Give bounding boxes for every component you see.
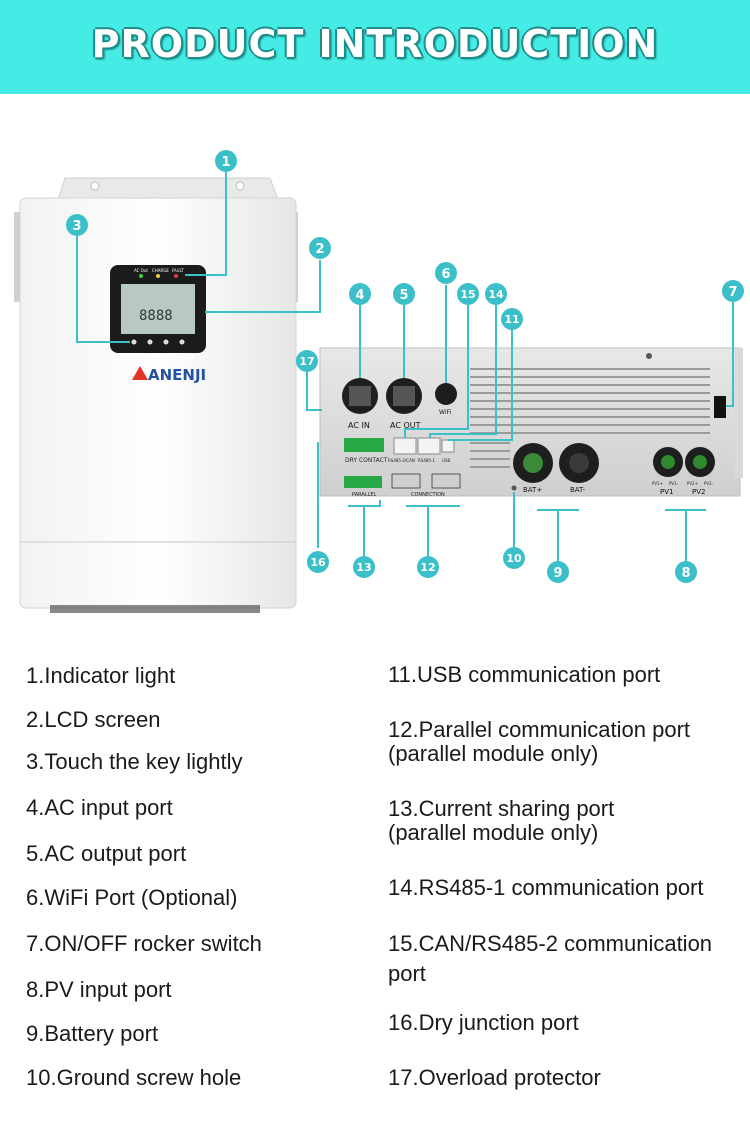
led-label-fault: FAULT [172,268,184,273]
callout-6: 6 [435,262,457,284]
label-pv2: PV2 [692,488,705,496]
legend-item-13: 13.Current sharing port (parallel module… [388,796,615,845]
legend-item-11: 11.USB communication port [388,662,661,687]
svg-text:15: 15 [460,288,475,301]
leader-lines [76,172,734,562]
legend-item-5: 5.AC output port [26,841,187,866]
touch-keys [131,339,185,345]
ground-screw-hole [511,485,517,491]
legend-item-4: 4.AC input port [26,795,173,820]
callout-3: 3 [66,214,88,236]
legend-item-12: 12.Parallel communication port (parallel… [388,717,691,766]
callout-2: 2 [309,237,331,259]
legend-item-10: 10.Ground screw hole [26,1065,242,1090]
label-rs485-can: RS485-2/CAN [388,458,415,463]
svg-text:11: 11 [504,313,519,326]
brand-logo-icon [132,366,148,380]
svg-text:5: 5 [399,288,408,303]
label-bat-minus: BAT- [570,486,586,494]
legend-item-15: 15.CAN/RS485-2 communication port [388,931,713,986]
label-wifi: WiFi [439,409,451,416]
brand-name: ANENJI [148,366,206,384]
callout-14: 14 [485,283,507,305]
callout-10: 10 [503,547,525,569]
legend-item-2: 2.LCD screen [26,707,161,732]
legend-item-3: 3.Touch the key lightly [26,749,243,774]
svg-text:2: 2 [315,242,324,257]
legend-item-16: 16.Dry junction port [388,1010,579,1035]
legend-item-9: 9.Battery port [26,1021,159,1046]
callout-13: 13 [353,556,375,578]
callout-4: 4 [349,283,371,305]
svg-text:6: 6 [441,267,450,282]
label-pv2-plus: PV2+ [687,481,698,486]
callout-5: 5 [393,283,415,305]
label-pv2-minus: PV2- [704,481,714,486]
page-title: PRODUCT INTRODUCTION [91,22,659,66]
svg-text:3: 3 [72,219,81,234]
svg-text:13: 13 [356,561,371,574]
led-label-ac-out: AC Out [134,268,148,273]
svg-text:7: 7 [728,285,737,300]
label-pv1: PV1 [660,488,673,496]
label-bat-plus: BAT+ [523,486,542,494]
callout-15: 15 [457,283,479,305]
svg-text:12: 12 [420,561,435,574]
rocker-switch [714,396,726,418]
callout-8: 8 [675,561,697,583]
svg-text:16: 16 [310,556,326,569]
callout-12: 12 [417,556,439,578]
product-illustration: AC Out CHARGE FAULT 8888 ANENJI AC IN [14,150,744,613]
svg-text:17: 17 [299,355,314,368]
callout-7: 7 [722,280,744,302]
svg-text:9: 9 [553,566,562,581]
callout-17: 17 [296,350,318,372]
callout-badges: 1 2 3 4 5 6 7 8 9 10 11 12 13 14 15 16 1… [66,150,744,583]
label-connection: CONNECTION [411,492,445,498]
callout-9: 9 [547,561,569,583]
svg-text:4: 4 [355,288,364,303]
inverter-front: AC Out CHARGE FAULT 8888 ANENJI [14,177,298,613]
svg-text:14: 14 [488,288,504,301]
label-pv1-minus: PV1- [669,481,679,486]
svg-text:8: 8 [681,566,690,581]
label-ac-in: AC IN [348,421,370,430]
legend-item-6: 6.WiFi Port (Optional) [26,885,238,910]
legend-item-7: 7.ON/OFF rocker switch [26,931,262,956]
label-parallel: PARALLEL [352,492,377,498]
lcd-digits: 8888 [139,308,173,324]
label-usb: USB [442,458,450,463]
label-rs485-1: RS485-1 [418,458,435,463]
legend-item-1: 1.Indicator light [26,663,176,688]
header-banner: PRODUCT INTRODUCTION [0,0,750,94]
legend-item-8: 8.PV input port [26,977,172,1002]
lcd-screen [121,284,195,334]
label-pv1-plus: PV1+ [652,481,663,486]
svg-text:10: 10 [506,552,522,565]
svg-text:1: 1 [221,155,230,170]
label-ac-out: AC OUT [390,421,421,430]
callout-1: 1 [215,150,237,172]
callout-16: 16 [307,551,329,573]
label-dry-contact: DRY CONTACT [345,457,388,464]
led-label-charge: CHARGE [152,268,169,273]
legend-item-17: 17.Overload protector [388,1065,601,1090]
callout-11: 11 [501,308,523,330]
legend-item-14: 14.RS485-1 communication port [388,875,704,900]
inverter-bottom-panel: AC IN AC OUT WiFi DRY CONTACT RS485-2/CA… [319,347,743,498]
